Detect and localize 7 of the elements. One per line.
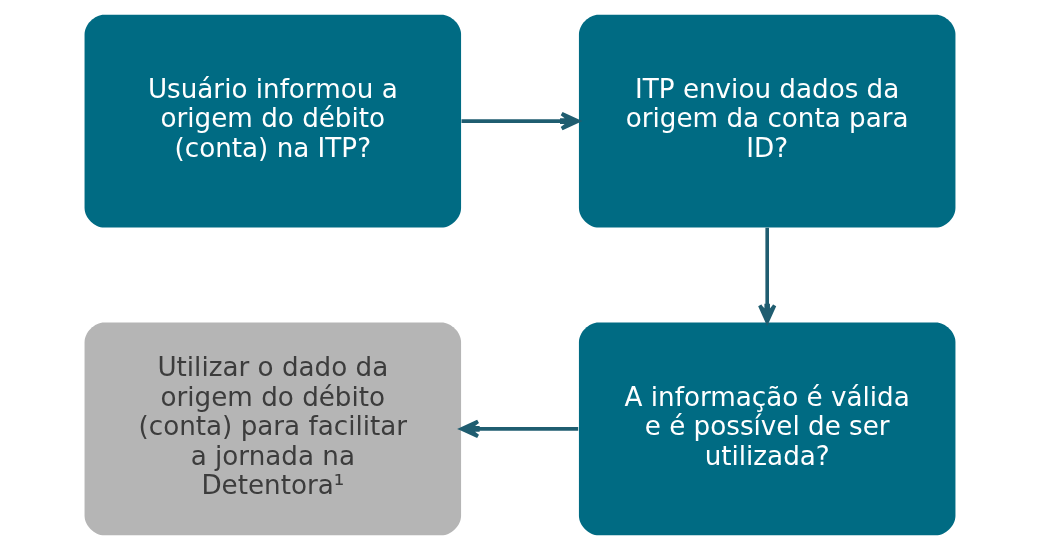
arrow [461,111,580,131]
arrow [758,227,777,324]
arrow [459,419,579,439]
node-box: Usuário informou a origem do débito (conta) na ITP? [84,14,462,228]
node-box: A informação é válida e é possível de ser utilizada? [578,322,956,536]
node-box: ITP enviou dados da origem da conta para ID? [578,14,956,228]
node-box: Utilizar o dado da origem do débito (conta) para facilitar a jornada na Detentora¹ [84,322,462,536]
